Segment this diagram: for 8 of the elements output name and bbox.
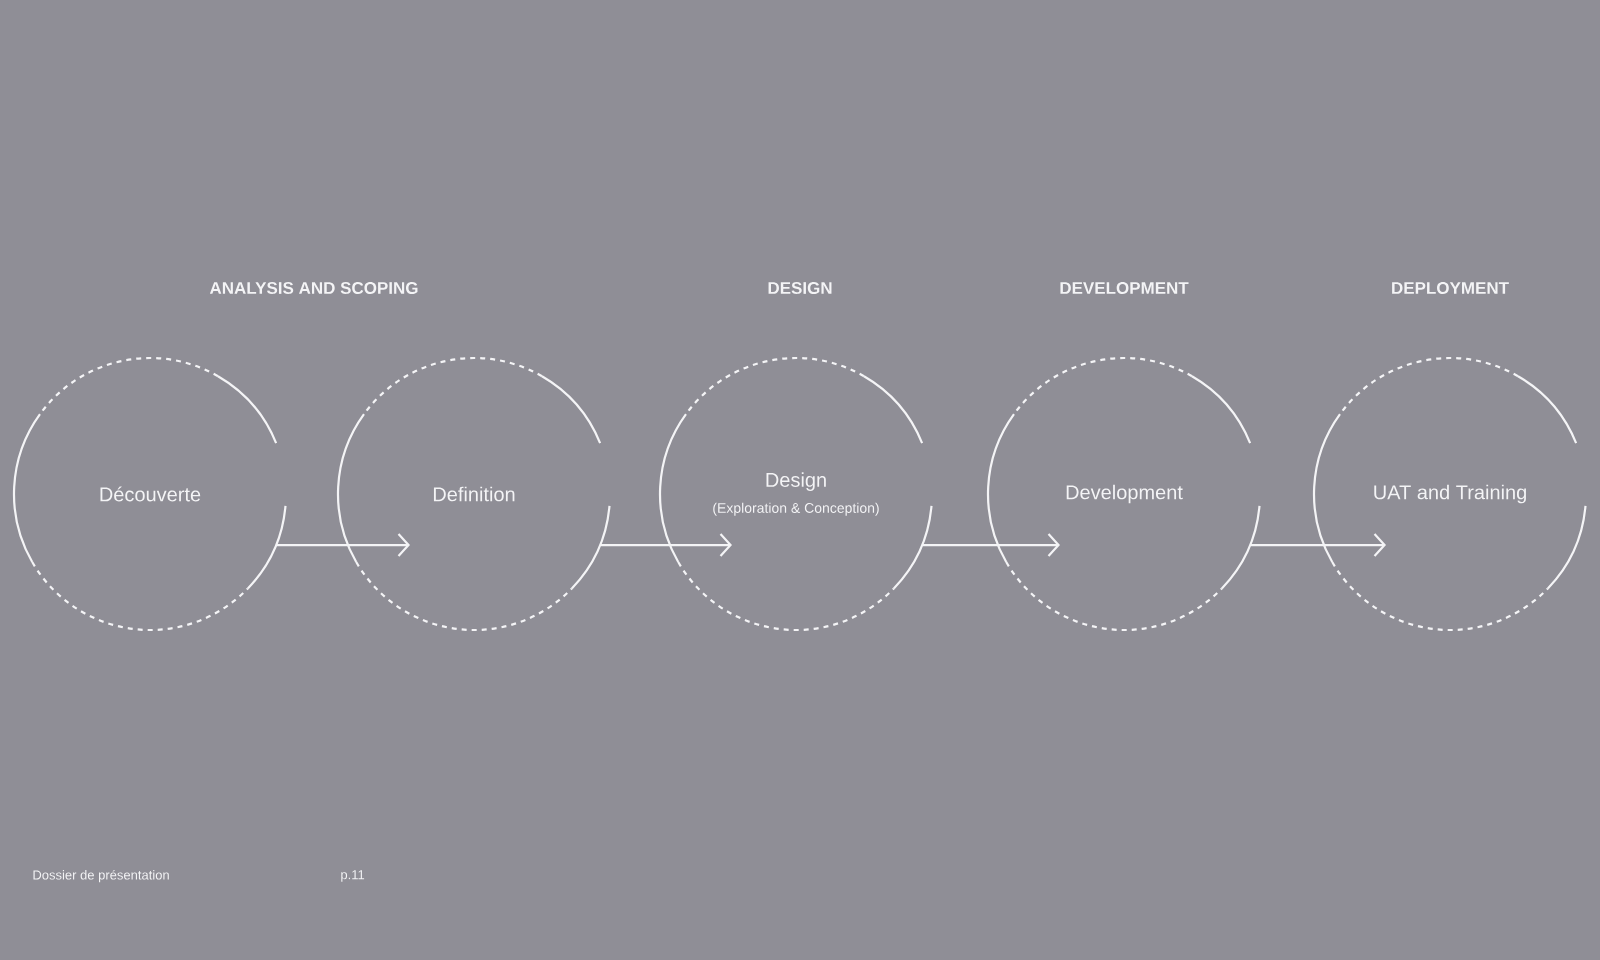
- phase-heading: DEVELOPMENT: [1060, 282, 1189, 294]
- arrow: [276, 533, 410, 557]
- arrow: [600, 533, 732, 557]
- arrow: [922, 533, 1060, 557]
- phase-heading: ANALYSIS AND SCOPING: [209, 282, 418, 294]
- phase-heading: DEPLOYMENT: [1392, 282, 1509, 294]
- phase-heading: DESIGN: [768, 282, 832, 294]
- arrow: [1250, 533, 1386, 557]
